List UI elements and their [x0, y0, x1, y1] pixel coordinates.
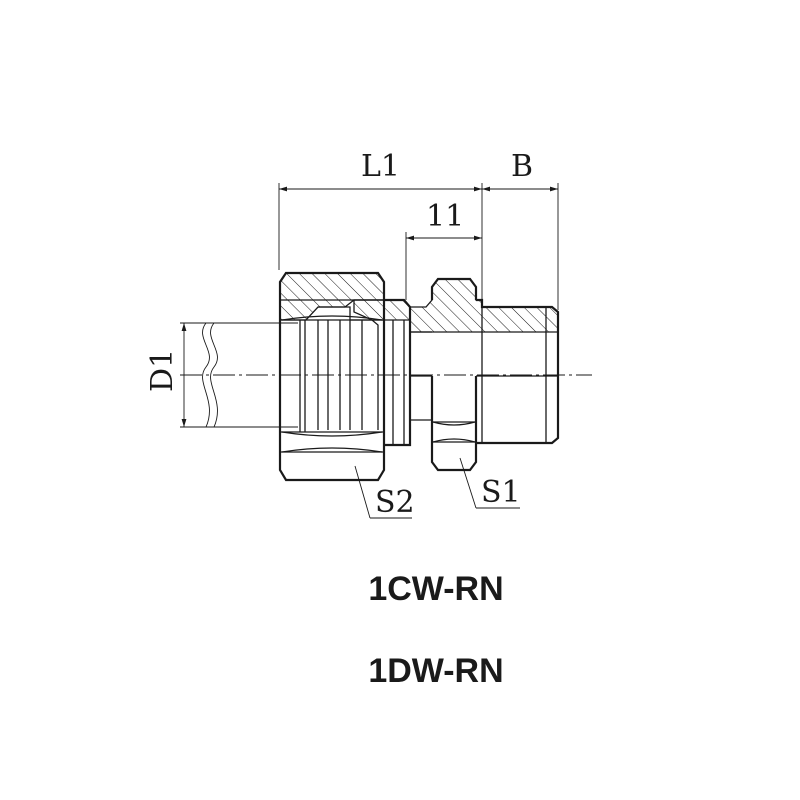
dimension-l1-sub: 11 [405, 199, 482, 300]
label-l1-sub: 11 [426, 199, 464, 234]
leader-s1: S1 [459, 457, 521, 510]
dimension-b: B [482, 149, 559, 310]
label-b: B [511, 149, 533, 184]
part-code-1cw-rn: 1CW-RN [368, 570, 504, 608]
fitting-body [353, 277, 560, 472]
label-s1: S1 [481, 475, 521, 510]
label-d1: D1 [145, 349, 180, 392]
dimension-l1: L1 [278, 149, 483, 300]
label-s2: S2 [375, 485, 415, 520]
dimension-d1: D1 [145, 322, 298, 428]
label-l1: L1 [361, 149, 400, 184]
part-code-1dw-rn: 1DW-RN [368, 652, 504, 690]
leader-s2: S2 [354, 465, 415, 520]
cutting-ring [317, 306, 379, 430]
